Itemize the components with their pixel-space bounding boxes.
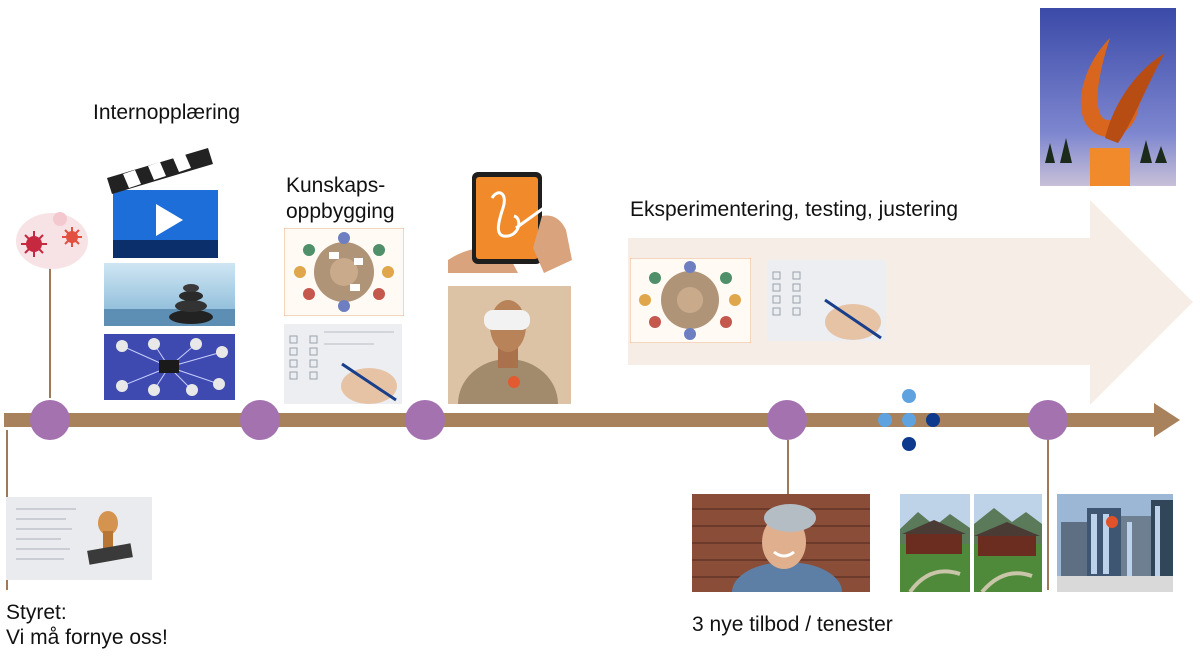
leader-line-tilbod	[787, 440, 789, 495]
building-image	[900, 494, 970, 592]
blue-dot-left	[878, 413, 892, 427]
form-writing-image	[284, 324, 402, 404]
smiling-man-image	[692, 494, 870, 592]
virus-icon	[16, 212, 88, 269]
meeting-table-image-2	[630, 258, 751, 343]
blue-dot-top	[902, 389, 916, 403]
label-kunnskaps-line1: Kunskaps-	[286, 174, 386, 197]
milestone-1	[30, 400, 70, 440]
timeline-arrow	[4, 403, 1180, 437]
blue-dot-center	[902, 413, 916, 427]
network-image	[104, 334, 235, 400]
stones-image	[104, 263, 235, 326]
label-tilbod: 3 nye tilbod / tenester	[692, 613, 893, 636]
milestone-5	[1028, 400, 1068, 440]
tablet-drawing-image	[448, 168, 572, 273]
meeting-table-image	[284, 228, 404, 316]
milestone-4	[767, 400, 807, 440]
background-arrow	[628, 200, 1193, 405]
label-internopplaering: Internopplæring	[93, 101, 241, 124]
leader-line-city	[1047, 440, 1049, 590]
milestone-2	[240, 400, 280, 440]
leader-line-virus	[49, 262, 51, 398]
clapperboard-icon	[107, 148, 218, 258]
blue-dot-bottom	[902, 437, 916, 451]
sculpture-image	[1040, 8, 1176, 186]
label-styret-line1: Styret:	[6, 601, 67, 624]
blue-dot-right	[926, 413, 940, 427]
building-image-2	[974, 494, 1042, 592]
vr-person-image	[448, 286, 571, 404]
label-styret-line2: Vi må fornye oss!	[6, 626, 168, 649]
label-kunnskaps-line2: oppbygging	[286, 200, 395, 223]
form-writing-image-2	[767, 260, 886, 341]
milestone-3	[405, 400, 445, 440]
city-buildings-image	[1057, 494, 1173, 592]
stamp-document-image	[6, 497, 152, 580]
label-eksperimentering: Eksperimentering, testing, justering	[630, 198, 958, 221]
